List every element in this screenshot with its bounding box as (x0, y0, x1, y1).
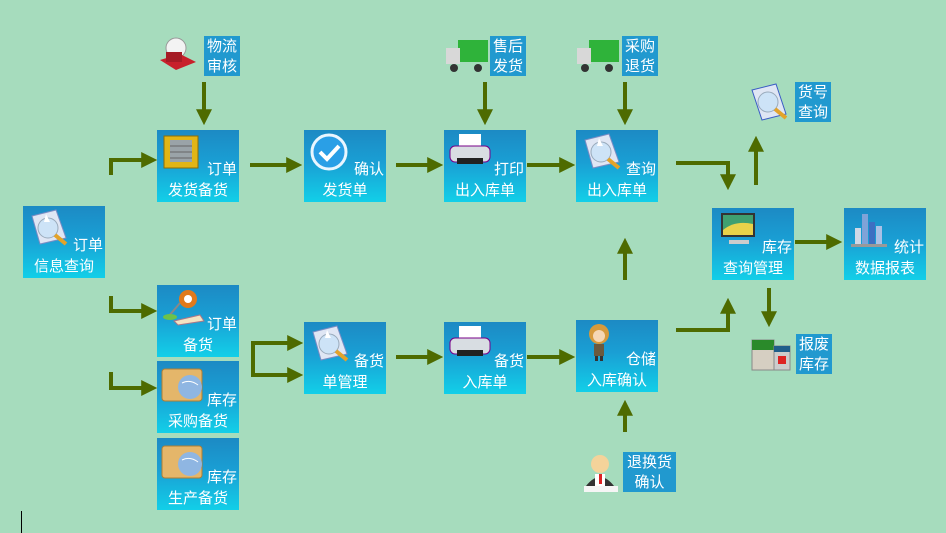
node-confirm-ship[interactable]: 确认 发货单 (304, 130, 386, 202)
node-label-bottom: 数据报表 (854, 259, 915, 277)
node-query-io[interactable]: 查询 出入库单 (576, 130, 658, 202)
arrow-split-up (251, 341, 304, 383)
clerk-icon (580, 452, 622, 500)
printer-icon (447, 324, 493, 364)
node-label-bottom: 入库单 (462, 373, 508, 391)
aux-label-top: 货号 (797, 83, 828, 101)
node-label-top: 统计 (893, 238, 924, 256)
aux-label-bottom: 退货 (624, 57, 655, 75)
node-inventory-purchase[interactable]: 库存 采购备货 (157, 361, 239, 433)
node-order-info-query[interactable]: 订单 信息查询 (23, 206, 105, 278)
magnifier-document-icon (26, 208, 72, 248)
arrow-query-to-inventory (676, 161, 736, 191)
node-label-bottom: 发货单 (322, 181, 368, 199)
checkmark-icon (307, 132, 353, 172)
computer-icon (715, 210, 761, 250)
aux-label-bottom: 发货 (492, 57, 523, 75)
arrow-info-to-ship (109, 152, 158, 175)
node-label-bottom: 发货备货 (167, 181, 228, 199)
node-label-top: 备货 (493, 352, 524, 370)
node-label-bottom: 备货 (182, 336, 213, 354)
desk-lamp-book-icon (160, 287, 206, 327)
node-inventory-production[interactable]: 库存 生产备货 (157, 438, 239, 510)
container-icon (160, 132, 206, 172)
aux-label-bottom: 库存 (798, 355, 829, 373)
arrow-to-purchase-stock (109, 372, 158, 396)
text-cursor (21, 511, 22, 533)
arrow-warehouse-to-inventory (676, 297, 736, 332)
node-stock-order-mgmt[interactable]: 备货 单管理 (304, 322, 386, 394)
node-label-top: 打印 (493, 160, 524, 178)
node-label-bottom: 出入库单 (454, 181, 515, 199)
node-label-bottom: 单管理 (322, 373, 368, 391)
aux-after-sale-ship[interactable]: 售后发货 (442, 34, 528, 78)
node-label-top: 订单 (72, 236, 103, 254)
node-label-top: 查询 (625, 160, 656, 178)
node-label-bottom: 查询管理 (722, 259, 783, 277)
node-label-bottom: 采购备货 (167, 412, 228, 430)
aux-label: 货号查询 (795, 82, 831, 122)
person-icon (579, 322, 625, 362)
printer-icon (447, 132, 493, 172)
node-print-io[interactable]: 打印 出入库单 (444, 130, 526, 202)
aux-label-top: 物流 (206, 37, 237, 55)
node-label-top: 订单 (206, 315, 237, 333)
aux-label-top: 退换货 (626, 453, 672, 471)
aux-logistics-audit[interactable]: 物流审核 (156, 34, 242, 78)
aux-label: 售后发货 (490, 36, 526, 76)
node-warehouse-confirm[interactable]: 仓储 入库确认 (576, 320, 658, 392)
aux-label-top: 售后 (492, 37, 523, 55)
node-order-stock[interactable]: 订单 备货 (157, 285, 239, 357)
aux-label: 采购退货 (622, 36, 658, 76)
node-label-top: 确认 (353, 160, 384, 178)
aux-scrap-inventory[interactable]: 报废库存 (750, 332, 836, 378)
bar-chart-icon (847, 210, 893, 250)
folder-globe-icon (160, 440, 206, 480)
audit-magnifier-icon (156, 34, 202, 82)
aux-label-top: 采购 (624, 37, 655, 55)
magnifier-document-icon (579, 132, 625, 172)
node-label-top: 仓储 (625, 350, 656, 368)
aux-label-bottom: 查询 (797, 103, 828, 121)
arrow-info-to-orderstock (109, 296, 158, 319)
aux-label: 退换货确认 (623, 452, 676, 492)
node-label-top: 备货 (353, 352, 384, 370)
node-label-top: 库存 (206, 468, 237, 486)
node-label-bottom: 生产备货 (167, 489, 228, 507)
aux-purchase-return[interactable]: 采购退货 (575, 34, 661, 78)
aux-label: 物流审核 (204, 36, 240, 76)
truck-icon (444, 38, 490, 78)
node-order-ship-stock[interactable]: 订单 发货备货 (157, 130, 239, 202)
aux-label-bottom: 审核 (206, 57, 237, 75)
node-stock-in-order[interactable]: 备货 入库单 (444, 322, 526, 394)
aux-return-exchange-confirm[interactable]: 退换货确认 (580, 450, 680, 496)
magnifier-document-icon (748, 82, 794, 128)
node-label-bottom: 信息查询 (33, 257, 94, 275)
truck-icon (575, 38, 621, 78)
folder-globe-icon (160, 363, 206, 403)
aux-item-no-query[interactable]: 货号查询 (748, 80, 834, 126)
magnifier-document-icon (307, 324, 353, 364)
node-label-top: 库存 (206, 391, 237, 409)
paint-cans-icon (750, 334, 796, 380)
node-label-top: 订单 (206, 160, 237, 178)
aux-label-bottom: 确认 (634, 473, 665, 491)
node-label-top: 库存 (761, 238, 792, 256)
node-stats-report[interactable]: 统计 数据报表 (844, 208, 926, 280)
aux-label-top: 报废 (798, 335, 829, 353)
node-label-bottom: 入库确认 (586, 371, 647, 389)
aux-label: 报废库存 (796, 334, 832, 374)
node-inventory-query-mgmt[interactable]: 库存 查询管理 (712, 208, 794, 280)
node-label-bottom: 出入库单 (586, 181, 647, 199)
